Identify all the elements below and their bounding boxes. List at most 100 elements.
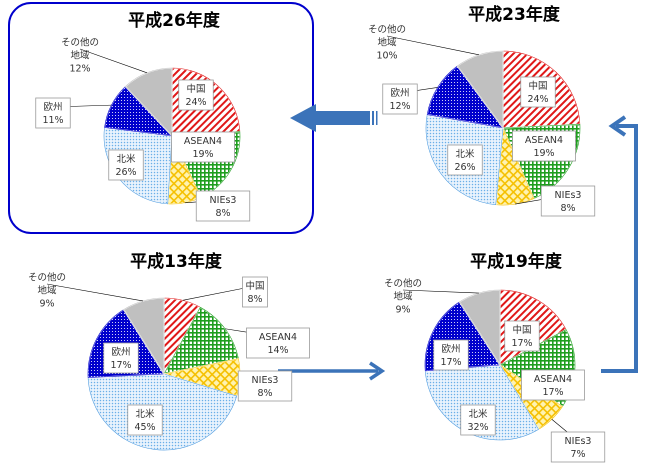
slice-label-text: 8%	[247, 294, 262, 305]
slice-label-box	[195, 190, 251, 222]
slice-label-text: 北米	[468, 408, 488, 420]
slice-label-text: 17%	[542, 387, 563, 398]
pie-slice-outline-asean	[163, 306, 239, 375]
slice-label-text: 北米	[455, 148, 475, 160]
slice-label-box	[237, 370, 293, 402]
leader-line	[79, 48, 148, 74]
slice-label-text: 中国	[528, 80, 547, 92]
slice-label-text: 中国	[512, 324, 531, 336]
slice-label-text: 北米	[135, 408, 155, 420]
slice-label: 中国 24%	[520, 76, 556, 108]
slice-label-text: 9%	[39, 299, 54, 310]
slice-label-text: 欧州	[441, 343, 460, 355]
slice-label-text: その他の	[28, 272, 66, 284]
slice-label-text: 8%	[257, 388, 272, 399]
pie-slice-outline-namerica	[425, 114, 504, 205]
leader-line	[402, 289, 479, 294]
pie-slice-outline-other	[123, 297, 165, 376]
chart-title: 平成26年度	[128, 10, 221, 31]
slice-label-text: 26%	[454, 162, 475, 173]
slice-label-text: 欧州	[390, 87, 409, 99]
pie-slice-outline-other	[456, 50, 504, 129]
slice-label-text: 欧州	[111, 346, 130, 358]
slice-label: ASEAN4 19%	[171, 131, 235, 163]
slice-label-box	[242, 276, 268, 308]
slice-label-text: ASEAN4	[525, 135, 563, 146]
slice-label: NIEs3 8%	[540, 185, 596, 217]
leader-line	[46, 283, 144, 302]
pie-slice-outline-asean	[502, 124, 581, 199]
slice-label: 北米 45%	[127, 404, 163, 436]
slice-label: NIEs3 8%	[195, 190, 251, 222]
slice-label-text: 17%	[440, 357, 461, 368]
slice-label: ASEAN4 17%	[521, 369, 585, 401]
slice-label-text: その他の	[368, 24, 406, 36]
slice-label-text: 26%	[115, 167, 136, 178]
slice-label-text: ASEAN4	[184, 136, 222, 147]
slice-label-text: 24%	[527, 94, 548, 105]
slice-label-text: 14%	[267, 345, 288, 356]
slice-label-text: 11%	[42, 115, 63, 126]
slice-label-text: 地域	[377, 37, 397, 49]
pie-chart-h19: 平成19年度 中国17%ASEAN417%NIEs37%北米32%欧州17%その…	[384, 251, 606, 463]
slice-label-text: 7%	[570, 449, 585, 460]
slice-label: 欧州 17%	[433, 339, 469, 371]
slice-label-box	[246, 327, 310, 359]
slice-label-text: ASEAN4	[534, 374, 572, 385]
arrow-up-return	[601, 115, 638, 373]
slice-label-text: NIEs3	[565, 436, 592, 447]
slice-label-text: 8%	[560, 203, 575, 214]
slice-label-text: 12%	[389, 101, 410, 112]
slice-label-box	[108, 149, 144, 181]
slice-label: 北米 32%	[460, 404, 496, 436]
slice-label-text: 45%	[134, 422, 155, 433]
slice-label-text: 32%	[467, 422, 488, 433]
slice-label-text: 地域	[393, 291, 413, 303]
slice-label-text: NIEs3	[210, 195, 237, 206]
slice-label: NIEs3 7%	[550, 431, 606, 463]
slice-label-text: 地域	[70, 50, 90, 62]
slice-label-text: 欧州	[43, 101, 62, 113]
slice-label-box	[171, 131, 235, 163]
slice-label-box	[382, 83, 418, 115]
slice-label: 欧州 11%	[35, 97, 71, 129]
slice-label: ASEAN4 14%	[246, 327, 310, 359]
slice-label-box	[127, 404, 163, 436]
slice-label-box	[504, 320, 540, 352]
slice-label-text: 8%	[215, 208, 230, 219]
slice-label: 北米 26%	[447, 144, 483, 176]
pie-slice-outline-china	[171, 67, 241, 137]
pie-slice-outline-china	[499, 289, 567, 366]
slice-label-text: NIEs3	[252, 375, 279, 386]
slice-label-box	[433, 339, 469, 371]
chart-title: 平成19年度	[470, 251, 563, 272]
slice-label-text: 9%	[395, 305, 410, 316]
slice-label: 欧州 12%	[382, 83, 418, 115]
slice-label-box	[447, 144, 483, 176]
chart-title: 平成13年度	[130, 251, 223, 272]
slice-label-box	[512, 130, 576, 162]
chart-title: 平成23年度	[468, 4, 561, 25]
slice-label-text: NIEs3	[555, 190, 582, 201]
slice-label-text: ASEAN4	[259, 332, 297, 343]
slice-label-box	[520, 76, 556, 108]
slice-label-box	[103, 342, 139, 374]
pie-slice-outline-asean	[499, 329, 576, 407]
pie-slice-outline-namerica	[87, 373, 238, 451]
slice-label-text: 19%	[192, 149, 213, 160]
slice-label-text: 中国	[186, 83, 205, 95]
slice-label-text: 中国	[245, 280, 264, 292]
slice-label-box	[35, 97, 71, 129]
slice-label-box	[521, 369, 585, 401]
slice-label-text: 10%	[376, 51, 397, 62]
pie-slice-outline-china	[502, 50, 581, 129]
slice-label-box	[550, 431, 606, 463]
